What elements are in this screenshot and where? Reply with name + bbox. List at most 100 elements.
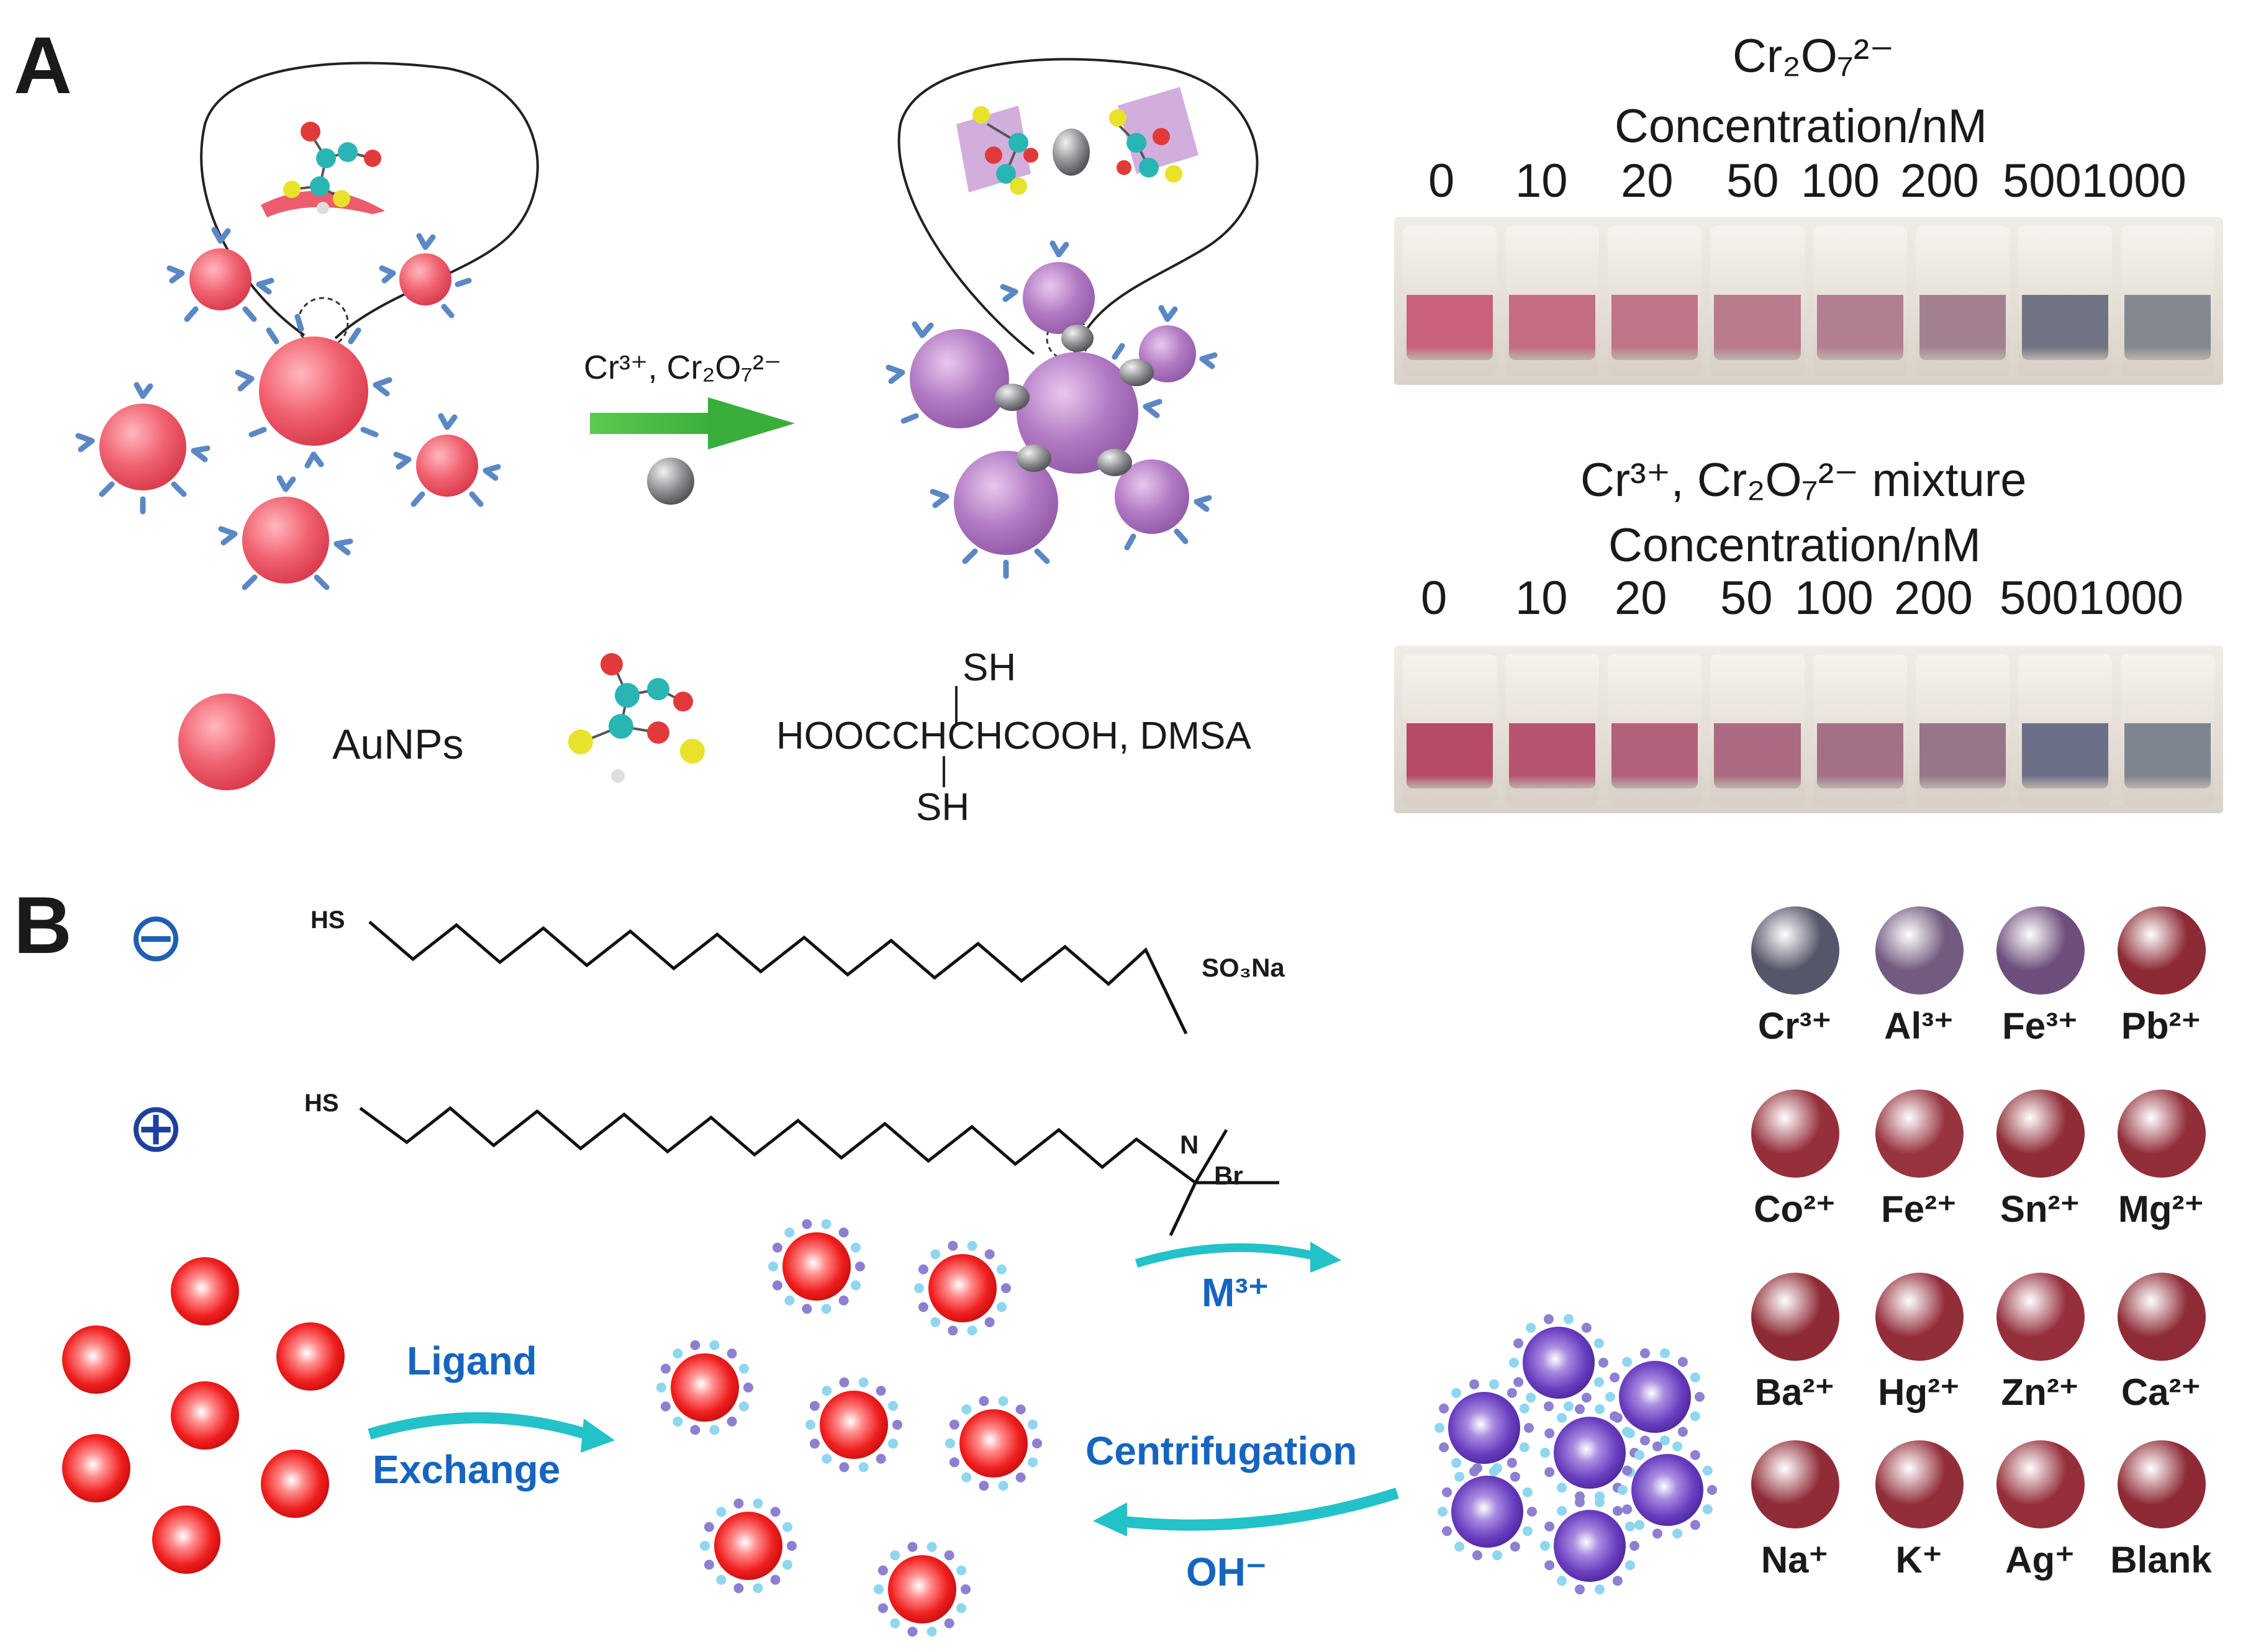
ion-label-12: Na⁺ xyxy=(1760,1539,1829,1581)
top-vial-0 xyxy=(1403,226,1497,376)
ligand2-br-label: Br xyxy=(1214,1161,1243,1190)
ion-drop-13 xyxy=(1875,1440,1964,1528)
top-vial-1 xyxy=(1505,226,1600,376)
panel-b-scheme xyxy=(62,921,1717,1637)
ion-drop-8 xyxy=(1751,1273,1839,1361)
top-vial-liquid-6 xyxy=(2021,295,2108,360)
ion-label-13: K⁺ xyxy=(1895,1539,1942,1581)
ligand1-hs-label: HS xyxy=(310,906,345,934)
vials-bottom-conc-1: 10 xyxy=(1515,572,1568,625)
ion-drop-9 xyxy=(1875,1273,1964,1361)
vials-top-conc-3: 50 xyxy=(1726,155,1779,207)
bottom-vial-0 xyxy=(1403,654,1497,805)
bottom-vial-2 xyxy=(1608,654,1702,805)
ion-label-1: Al³⁺ xyxy=(1884,1005,1954,1047)
ion-label-10: Zn²⁺ xyxy=(2001,1371,2079,1413)
centrifugation-label: Centrifugation xyxy=(1085,1429,1357,1473)
zoom-balloon-right xyxy=(897,58,1259,355)
ion-label-6: Sn²⁺ xyxy=(2000,1188,2080,1230)
ion-label-0: Cr³⁺ xyxy=(1757,1005,1832,1047)
bottom-vial-liquid-0 xyxy=(1407,723,1493,788)
m3-label: M³⁺ xyxy=(1202,1270,1269,1315)
functionalized-aunp xyxy=(874,1541,971,1637)
aggregated-aunp xyxy=(1509,1314,1608,1412)
bottom-vial-5 xyxy=(1915,654,2010,805)
ion-drop-2 xyxy=(1996,906,2085,995)
centrifugation-arrow xyxy=(1117,1487,1399,1531)
vials-top-conc-0: 0 xyxy=(1428,155,1455,207)
ion-drop-14 xyxy=(1996,1440,2085,1528)
top-vial-liquid-5 xyxy=(1919,295,2006,360)
vials-top-subtitle: Concentration/nM xyxy=(1615,100,1987,153)
reaction-conditions-label: Cr³⁺, Cr₂O₇²⁻ xyxy=(584,349,782,386)
ion-drop-11 xyxy=(2118,1273,2206,1361)
ion-drop-6 xyxy=(1996,1090,2085,1178)
vials-bottom-conc-0: 0 xyxy=(1421,572,1448,625)
vials-top-conc-2: 20 xyxy=(1621,155,1674,207)
top-vial-liquid-2 xyxy=(1611,295,1698,360)
ion-drop-grid: Cr³⁺Al³⁺Fe³⁺Pb²⁺Co²⁺Fe²⁺Sn²⁺Mg²⁺Ba²⁺Hg²⁺… xyxy=(1726,906,2236,1639)
top-vial-liquid-0 xyxy=(1407,295,1493,360)
vials-top-conc-6: 5001000 xyxy=(2003,155,2186,207)
dmsa-sh-bottom: SH xyxy=(916,786,970,829)
ion-drop-4 xyxy=(1751,1090,1839,1178)
vials-bottom-subtitle: Concentration/nM xyxy=(1608,519,1981,572)
ligand2-hs-label: HS xyxy=(304,1090,339,1117)
vial-strip-top xyxy=(1394,217,2223,385)
ion-label-9: Hg²⁺ xyxy=(1878,1371,1960,1413)
zoom-balloon-left xyxy=(200,61,539,340)
bottom-vial-1 xyxy=(1505,654,1600,805)
ligand1-sulfonate-label: SO₃Na xyxy=(1202,953,1285,982)
top-vial-liquid-1 xyxy=(1509,295,1596,360)
functionalized-aunp xyxy=(768,1219,865,1314)
functionalized-aunp xyxy=(656,1340,753,1435)
ion-drop-3 xyxy=(2118,906,2206,995)
top-vial-6 xyxy=(2018,226,2112,376)
functionalized-aunp xyxy=(945,1396,1042,1491)
dmsa-sh-top: SH xyxy=(963,646,1017,689)
aunp-legend-icon xyxy=(178,693,275,790)
functionalized-aunp xyxy=(700,1498,797,1594)
aggregated-aunp xyxy=(1605,1348,1705,1446)
aggregated-aunp xyxy=(1618,1441,1717,1539)
bottom-vial-liquid-1 xyxy=(1509,723,1596,788)
dmsa-formula-label: HOOCCHCHCOOH, DMSA xyxy=(776,715,1251,757)
top-vial-liquid-7 xyxy=(2124,295,2211,360)
ion-drop-1 xyxy=(1875,906,1964,995)
ion-label-2: Fe³⁺ xyxy=(2002,1005,2078,1047)
m3-arrow xyxy=(1135,1243,1321,1268)
functionalized-aunp xyxy=(914,1240,1011,1336)
vials-top-conc-4: 100 xyxy=(1801,155,1880,207)
vials-top-title: Cr₂O₇²⁻ xyxy=(1733,30,1895,83)
bottom-vial-liquid-4 xyxy=(1816,723,1903,788)
ion-drop-0 xyxy=(1751,906,1839,995)
dmsa-molecule-left xyxy=(291,132,373,200)
ion-drop-15 xyxy=(2118,1440,2206,1528)
top-vial-liquid-4 xyxy=(1816,295,1903,360)
chromium-ion-icon xyxy=(647,458,694,505)
aggregated-aunp xyxy=(1540,1497,1639,1595)
vials-bottom-title: Cr³⁺, Cr₂O₇²⁻ mixture xyxy=(1580,454,2027,507)
ligand-exchange-label-1: Ligand xyxy=(407,1338,537,1383)
panel-a-label: A xyxy=(14,20,72,111)
bottom-vial-liquid-3 xyxy=(1714,723,1801,788)
aggregate-cluster xyxy=(886,240,1218,579)
bottom-vial-3 xyxy=(1710,654,1805,805)
sulfonate-ligand-chain xyxy=(368,921,1188,1035)
bottom-vial-liquid-6 xyxy=(2021,723,2108,788)
aggregated-aunp xyxy=(1540,1404,1639,1502)
negative-charge-icon: ⊖ xyxy=(127,899,185,975)
ion-label-11: Ca²⁺ xyxy=(2121,1371,2201,1413)
aggregated-aunp xyxy=(1438,1463,1537,1561)
top-vial-4 xyxy=(1813,226,1907,376)
top-vial-3 xyxy=(1710,226,1805,376)
ion-label-8: Ba²⁺ xyxy=(1754,1371,1835,1413)
vials-bottom-conc-5: 200 xyxy=(1894,572,1973,625)
bottom-vial-7 xyxy=(2120,654,2214,805)
panel-b-label: B xyxy=(14,880,72,970)
aunps-legend-label: AuNPs xyxy=(332,721,464,768)
vial-strip-bottom xyxy=(1394,646,2223,813)
ion-label-15: Blank xyxy=(2110,1539,2212,1581)
vials-bottom-conc-2: 20 xyxy=(1615,572,1667,625)
ion-drop-7 xyxy=(2118,1090,2206,1178)
